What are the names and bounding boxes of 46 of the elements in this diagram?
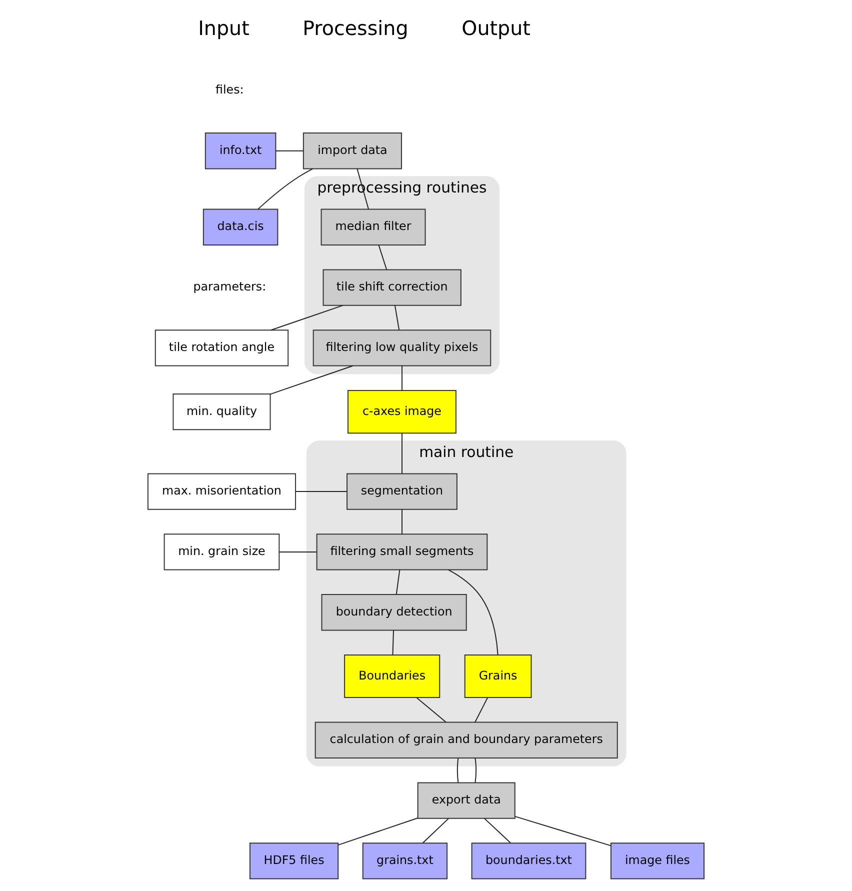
node-box: image files [610,842,705,880]
node-box: c-axes image [348,390,456,434]
connector [484,818,512,844]
connector [448,569,498,656]
node-box: min. grain size [164,534,280,570]
connector [270,365,354,395]
node-box: tile rotation angle [154,330,289,366]
node-box: grains.txt [362,842,448,880]
node-box: min. quality [172,394,271,430]
connector [514,816,612,846]
node-box: info.txt [204,132,276,170]
node-box: calculation of grain and boundary parameters [314,722,618,758]
node-box: median filter [320,208,426,246]
connector [416,697,446,723]
node-box: filtering low quality pixels [312,330,492,366]
connector [474,758,476,783]
node-box: boundary detection [321,594,467,631]
connector [338,818,418,846]
node-box: filtering small segments [316,534,488,570]
connector [278,551,318,552]
node-box: export data [417,782,516,819]
label: Processing [302,17,408,40]
node-box: segmentation [346,473,458,510]
node-box: max. misorientation [147,473,296,510]
connector [295,491,348,492]
node-box: boundaries.txt [471,842,586,880]
connector [456,758,459,783]
connector [275,150,304,152]
label: parameters: [193,280,266,294]
node-box: Grains [464,654,532,698]
connector [396,569,400,595]
node-box: data.cis [202,208,278,246]
connector [422,818,450,844]
connector [270,304,344,331]
label: files: [216,82,244,97]
connector [474,697,488,723]
connector [258,168,314,210]
label: Input [198,17,250,40]
connector [378,244,388,270]
node-box: HDF5 files [249,842,339,880]
node-box: Boundaries [344,654,440,698]
connector [394,304,400,330]
node-box: tile shift correction [322,269,462,306]
label: Output [462,17,530,40]
node-box: import data [302,132,402,170]
connector [392,630,394,656]
